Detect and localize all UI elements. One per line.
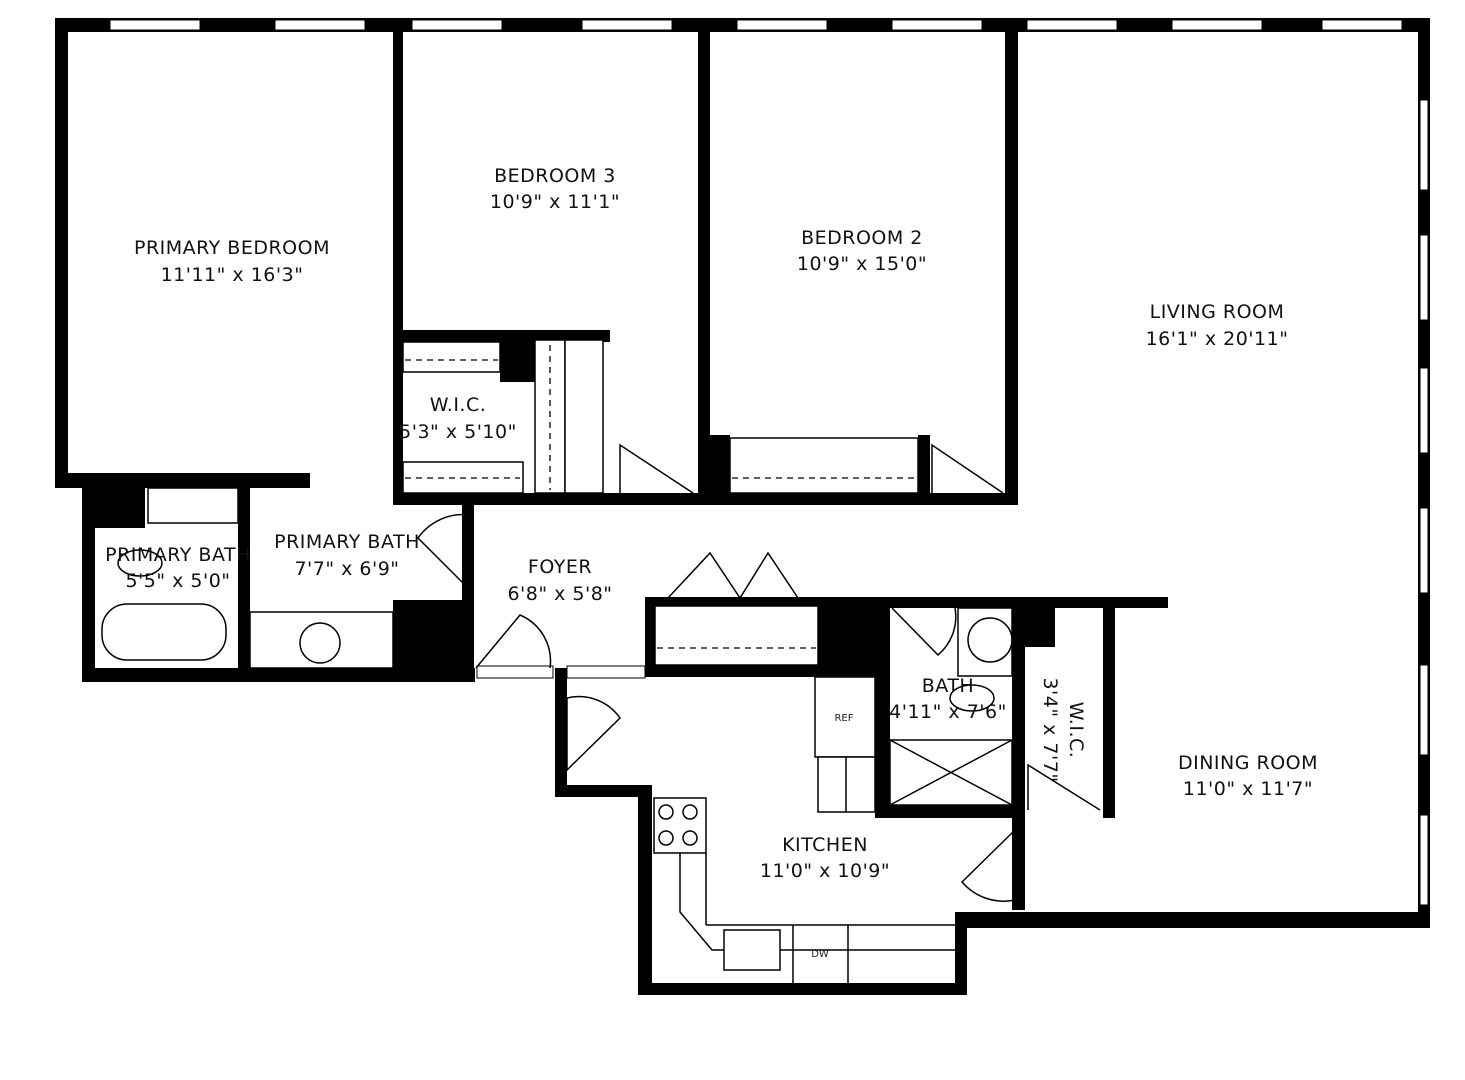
- room-name-dining-room: DINING ROOM: [1178, 752, 1318, 774]
- room-name-bedroom-2: BEDROOM 2: [801, 227, 923, 249]
- room-name-bedroom-3: BEDROOM 3: [494, 165, 616, 187]
- room-size-primary-bedroom: 11'11" x 16'3": [161, 264, 304, 286]
- room-name-bath: BATH: [922, 675, 974, 697]
- room-name-wic-2: W.I.C.: [1065, 702, 1087, 759]
- room-name-kitchen: KITCHEN: [782, 834, 868, 856]
- room-size-primary-bath-small: 5'5" x 5'0": [125, 570, 230, 592]
- room-name-wic: W.I.C.: [430, 394, 487, 416]
- dishwasher-label: DW: [811, 949, 829, 960]
- room-size-primary-bath: 7'7" x 6'9": [294, 558, 399, 580]
- room-size-wic-2: 3'4" x 7'7": [1039, 677, 1061, 782]
- room-name-foyer: FOYER: [528, 556, 592, 578]
- room-size-wic: 5'3" x 5'10": [399, 421, 517, 443]
- room-name-primary-bedroom: PRIMARY BEDROOM: [134, 237, 330, 259]
- room-size-living-room: 16'1" x 20'11": [1146, 328, 1289, 350]
- room-size-bath: 4'11" x 7'6": [889, 701, 1007, 723]
- room-size-kitchen: 11'0" x 10'9": [760, 860, 890, 882]
- room-size-bedroom-3: 10'9" x 11'1": [490, 191, 620, 213]
- room-size-dining-room: 11'0" x 11'7": [1183, 778, 1313, 800]
- walls: [55, 18, 1430, 995]
- windows: [109, 19, 1429, 906]
- room-name-primary-bath-small: PRIMARY BATH: [105, 544, 251, 566]
- room-labels: PRIMARY BEDROOM 11'11" x 16'3" BEDROOM 3…: [105, 165, 1318, 960]
- room-name-primary-bath: PRIMARY BATH: [274, 531, 420, 553]
- room-size-bedroom-2: 10'9" x 15'0": [797, 253, 927, 275]
- refrigerator-label: REF: [834, 713, 853, 724]
- fixtures: [101, 339, 1101, 983]
- room-name-living-room: LIVING ROOM: [1150, 301, 1285, 323]
- room-size-foyer: 6'8" x 5'8": [507, 583, 612, 605]
